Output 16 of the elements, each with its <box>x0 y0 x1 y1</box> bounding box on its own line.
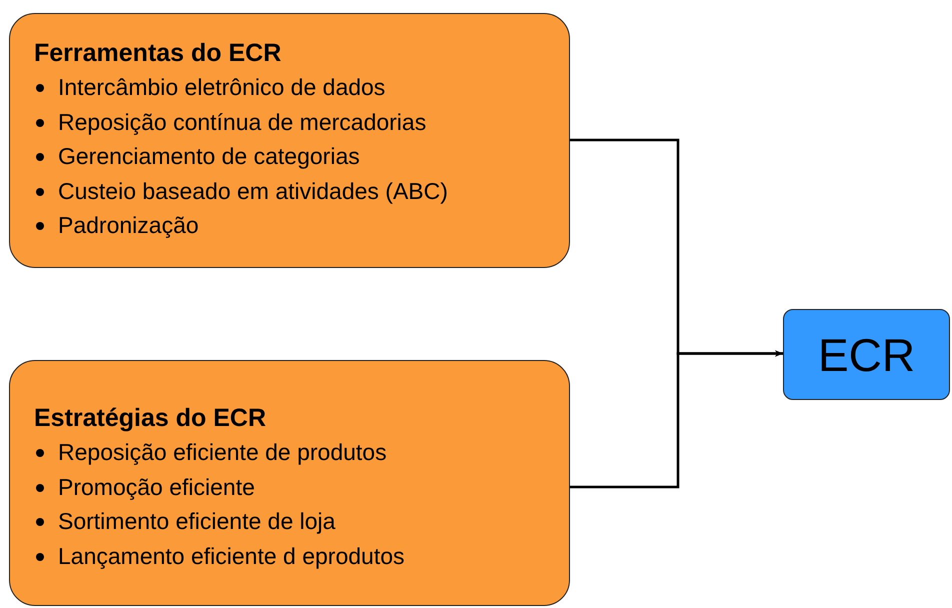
list-item: Promoção eficiente <box>34 470 255 504</box>
list-item: Intercâmbio eletrônico de dados <box>34 70 386 104</box>
list-item: Reposição contínua de mercadorias <box>34 104 426 139</box>
box-heading: Estratégias do ECR <box>34 403 266 434</box>
target-box <box>783 309 950 400</box>
list-item: Sortimento eficiente de loja <box>34 504 336 538</box>
list-item: Lançamento eficiente d eprodutos <box>34 538 405 573</box>
box-heading: Ferramentas do ECR <box>34 38 282 69</box>
connector-arrow <box>570 350 783 488</box>
list-item: Reposição eficiente de produtos <box>34 435 387 470</box>
list-item: Gerenciamento de categorias <box>34 139 360 174</box>
list-box <box>9 13 570 268</box>
list-item: Padronização <box>34 208 199 242</box>
box-label: ECR <box>818 328 916 382</box>
list-box <box>9 360 570 606</box>
list-item: Custeio baseado em atividades (ABC) <box>34 174 448 208</box>
